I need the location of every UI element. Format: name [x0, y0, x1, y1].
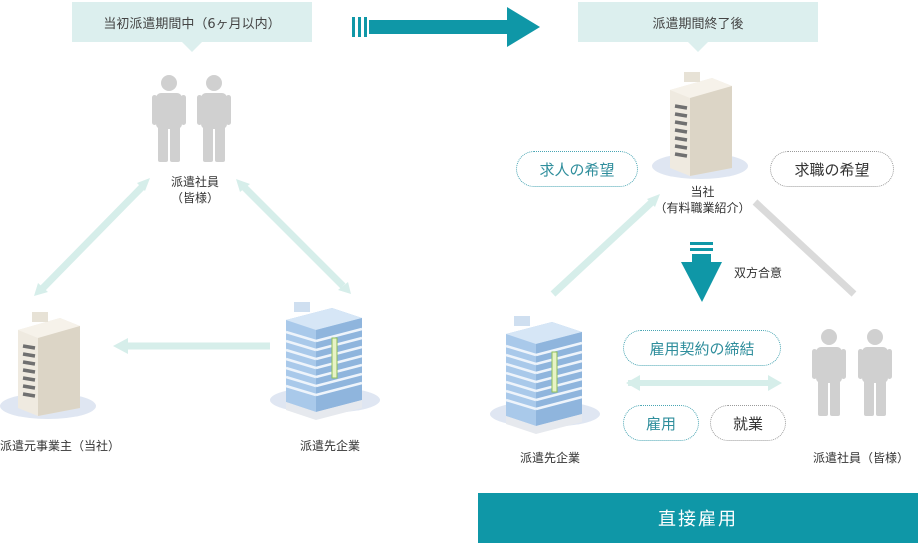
header-initial-period-text: 当初派遣期間中（6ヶ月以内） — [103, 16, 281, 32]
header-after-period: 派遣期間終了後 — [578, 2, 818, 52]
direct-employment-banner: 直接雇用 — [478, 493, 918, 543]
company-label-line2: （有料職業紹介） — [654, 201, 751, 215]
contract-pill: 雇用契約の締結 — [623, 330, 781, 366]
left-triangle-arrows — [34, 178, 351, 354]
header-initial-period: 当初派遣期間中（6ヶ月以内） — [72, 2, 312, 52]
client-building-icon-right — [488, 314, 602, 436]
main-arrow — [352, 7, 540, 47]
job-offer-pill: 求人の希望 — [516, 151, 638, 187]
employ-pill: 雇用 — [623, 405, 699, 441]
client-label-left: 派遣先企業 — [299, 439, 360, 453]
company-label: 当社 （有料職業紹介） — [650, 184, 755, 216]
client-building-icon-left — [268, 300, 382, 422]
company-label-line1: 当社 — [690, 185, 715, 199]
staff-label-left-line1: 派遣社員 — [170, 175, 219, 189]
right-diagram-arrows — [550, 194, 857, 391]
work-pill: 就業 — [710, 405, 786, 441]
agency-label: 派遣元事業主（当社） — [0, 439, 121, 453]
agreement-label: 双方合意 — [733, 266, 782, 280]
header-after-period-text: 派遣期間終了後 — [652, 16, 744, 32]
client-label-right: 派遣先企業 — [519, 451, 580, 465]
agency-building-icon — [0, 310, 98, 421]
staff-label-right: 派遣社員（皆様） — [812, 451, 909, 465]
company-building-icon — [650, 70, 750, 181]
staff-people-left — [152, 75, 231, 162]
staff-label-left-line2: （皆様） — [170, 191, 219, 205]
staff-people-right — [812, 329, 892, 416]
direct-employment-banner-text: 直接雇用 — [658, 509, 738, 530]
staff-label-left: 派遣社員 （皆様） — [150, 174, 240, 206]
job-seek-pill: 求職の希望 — [770, 151, 894, 187]
